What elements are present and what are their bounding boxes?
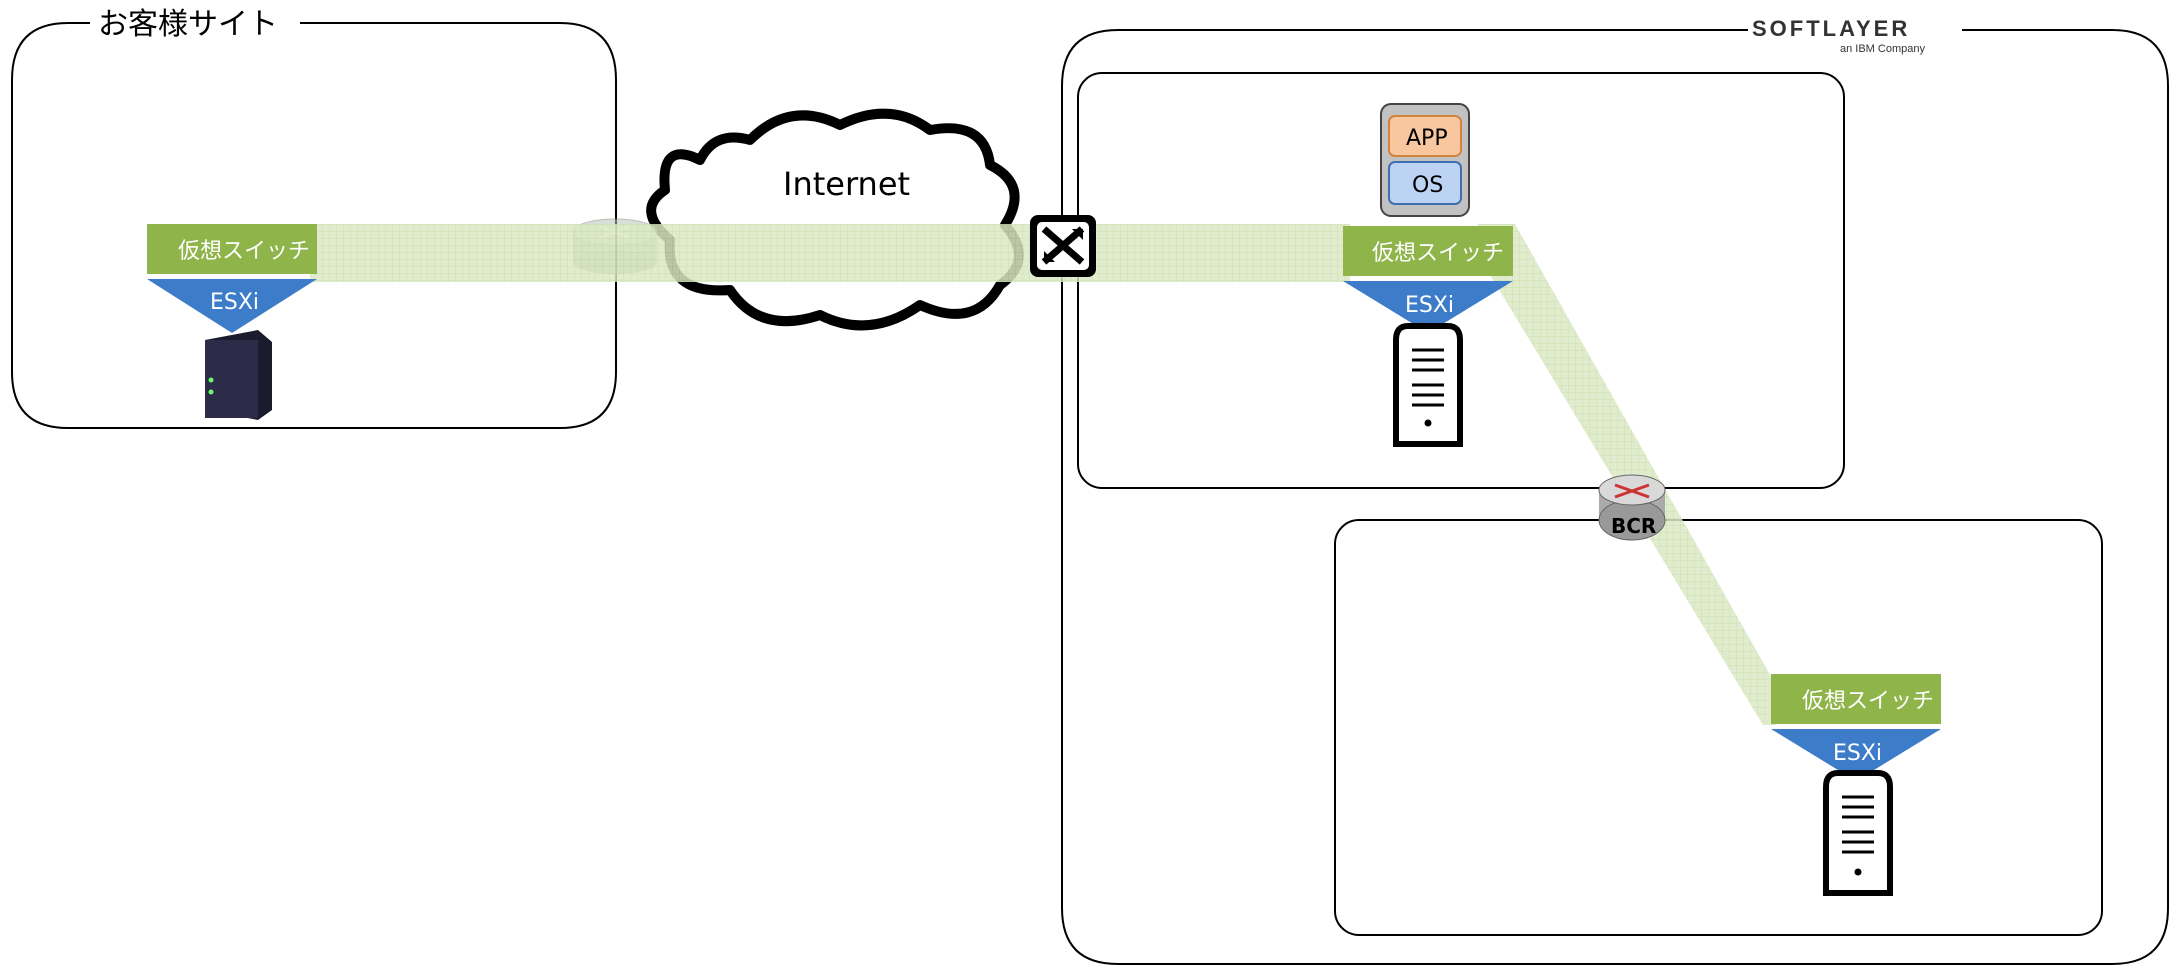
esxi-label: ESXi [1833,741,1882,766]
os-label: OS [1412,173,1443,198]
datacenter-box-2 [1334,519,2103,936]
app-os-stack: APP OS [1380,103,1470,217]
gateway-icon [1030,215,1096,277]
internet-cloud: Internet [646,108,1024,331]
customer-site-frame: お客様サイト [11,7,617,429]
app-label: APP [1406,126,1448,151]
vswitch-bar [1771,674,1941,724]
vswitch-bar [1343,226,1513,276]
esxi-triangle [147,279,317,333]
server-tower-icon [1393,323,1463,447]
softlayer-frame: SOFTLAYER an IBM Company [1061,16,2169,965]
esxi-label: ESXi [210,290,259,315]
esxi-triangle [1771,729,1941,781]
vswitch-bar [147,224,317,274]
server-tower-icon [1823,770,1893,896]
esxi-label: ESXi [1405,293,1454,318]
softlayer-host-2: 仮想スイッチ ESXi [1771,674,1941,896]
bcr-label: BCR [1611,514,1656,538]
server-tower-icon [205,330,272,420]
vswitch-label: 仮想スイッチ [178,239,310,264]
esxi-triangle [1343,281,1513,333]
bcr-router-icon: BCR [1598,474,1666,541]
softlayer-tagline: an IBM Company [1840,43,1925,55]
vswitch-label: 仮想スイッチ [1372,241,1504,266]
softlayer-logo: SOFTLAYER [1752,16,1910,41]
vpn-tunnel [310,224,1790,725]
softlayer-host-1: 仮想スイッチ ESXi [1343,226,1513,447]
vswitch-label: 仮想スイッチ [1802,689,1934,714]
customer-site-title: お客様サイト [98,7,278,42]
customer-host: 仮想スイッチ ESXi [147,224,317,420]
internet-label: Internet [783,165,910,203]
